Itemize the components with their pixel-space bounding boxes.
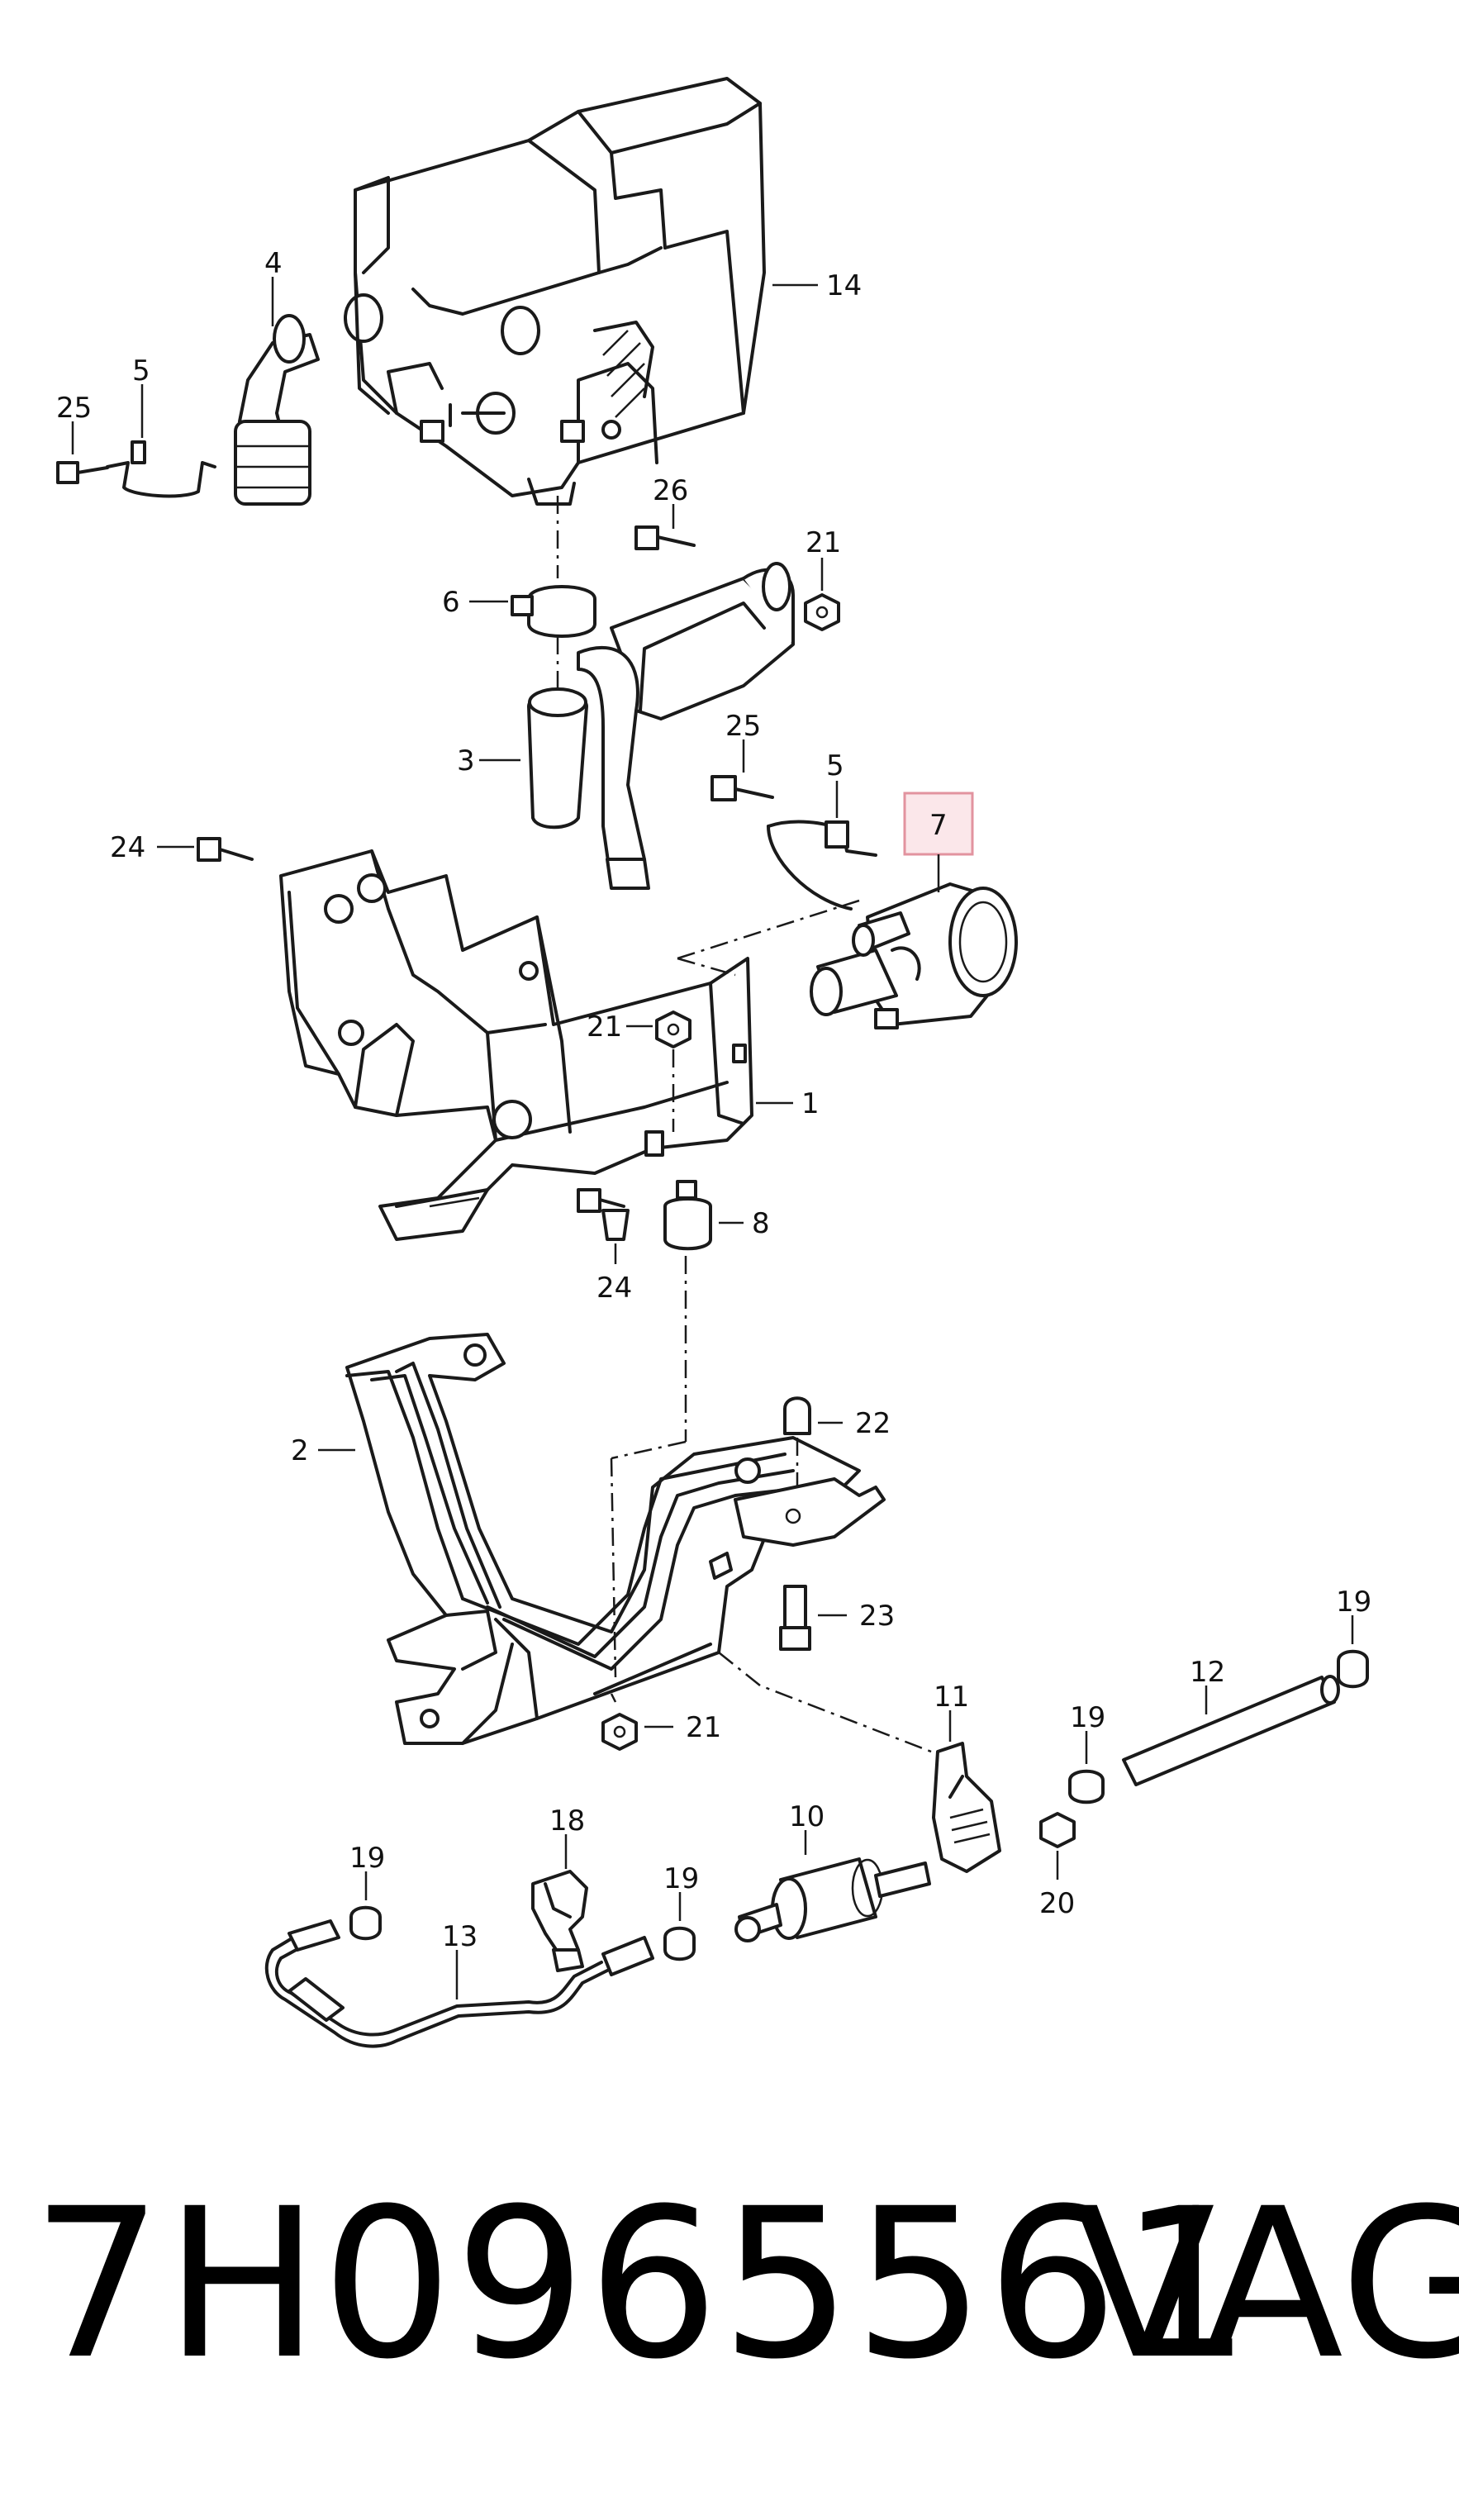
callout-19-lower: 19 [663, 1862, 699, 1895]
strap-clamp-mid: 5 [767, 749, 877, 911]
callout-1: 1 [801, 1087, 820, 1120]
fuel-line-13: 13 [264, 1919, 654, 2048]
callout-22: 22 [855, 1407, 891, 1440]
coolant-hose-3: 3 [457, 636, 588, 830]
rubber-mount-8: 8 [663, 1180, 770, 1442]
exploded-parts-diagram: 14 4 5 25 6 3 [56, 77, 1371, 2048]
nut-21-top: 21 [804, 526, 841, 631]
strap-clamp-top: 5 25 [56, 354, 216, 498]
callout-11: 11 [934, 1681, 969, 1714]
callout-24-top: 24 [110, 831, 145, 864]
brand-label: VAG [1074, 2164, 1459, 2404]
callout-12: 12 [1190, 1656, 1225, 1689]
callout-21-bottom: 21 [686, 1711, 721, 1744]
callout-23: 23 [859, 1600, 895, 1633]
bolt-25-top [56, 461, 109, 484]
callout-13: 13 [442, 1920, 478, 1953]
callout-6: 6 [442, 586, 460, 619]
hose-clip-19-right: 19 [1336, 1586, 1371, 1689]
callout-4: 4 [264, 247, 283, 280]
exhaust-silencer [577, 562, 795, 890]
callout-19-left: 19 [349, 1842, 385, 1875]
nut-20: 20 [1039, 1812, 1076, 1920]
bracket-1: 1 [279, 849, 820, 1241]
callout-19-right: 19 [1336, 1586, 1371, 1619]
elbow-pipe: 4 [234, 247, 320, 506]
nut-21-bottom: 21 [601, 1711, 721, 1751]
bolt-24-top: 24 [110, 831, 254, 864]
callout-14: 14 [826, 269, 862, 302]
hose-clip-19-lower: 19 [663, 1862, 699, 1961]
clip-22: 22 [734, 1396, 891, 1547]
part-number: 7H0965561 [31, 2164, 1253, 2404]
callout-5-top: 5 [132, 354, 150, 388]
lower-frame-2: 2 [291, 1333, 861, 1745]
hose-clamp-6: 6 [442, 496, 596, 638]
holder-18: 18 [531, 1804, 588, 1972]
callout-10: 10 [789, 1800, 825, 1833]
callout-3: 3 [457, 744, 475, 777]
callout-25-mid: 25 [725, 710, 761, 743]
callout-7: 7 [929, 809, 948, 842]
bolt-23: 23 [779, 1585, 895, 1651]
fuel-hose-12: 12 [1122, 1656, 1340, 1786]
callout-26: 26 [653, 474, 688, 507]
callout-20: 20 [1039, 1887, 1075, 1920]
bracket-11: 11 [932, 1681, 1001, 1873]
callout-24-bottom: 24 [596, 1272, 632, 1305]
callout-5-mid: 5 [826, 749, 844, 782]
callout-8: 8 [752, 1207, 770, 1240]
hose-clip-19-mid: 19 [1068, 1701, 1105, 1804]
callout-19-mid: 19 [1070, 1701, 1105, 1734]
nut-21-mid: 21 [587, 1010, 691, 1132]
metering-pump-10: 10 [734, 1800, 931, 1942]
callout-18: 18 [549, 1804, 585, 1838]
heater-unit: 14 [344, 77, 862, 506]
circulation-pump [810, 882, 1018, 1029]
callout-21-top: 21 [806, 526, 841, 559]
hose-clip-19-left: 19 [349, 1842, 385, 1941]
callout-7-highlight: 7 [903, 792, 974, 892]
bolt-24-bottom: 24 [577, 1188, 632, 1305]
callout-21-mid: 21 [587, 1010, 622, 1044]
bolt-25-mid: 25 [710, 710, 774, 801]
callout-25-top: 25 [56, 392, 92, 425]
callout-2: 2 [291, 1434, 309, 1467]
bolt-26: 26 [634, 474, 696, 550]
